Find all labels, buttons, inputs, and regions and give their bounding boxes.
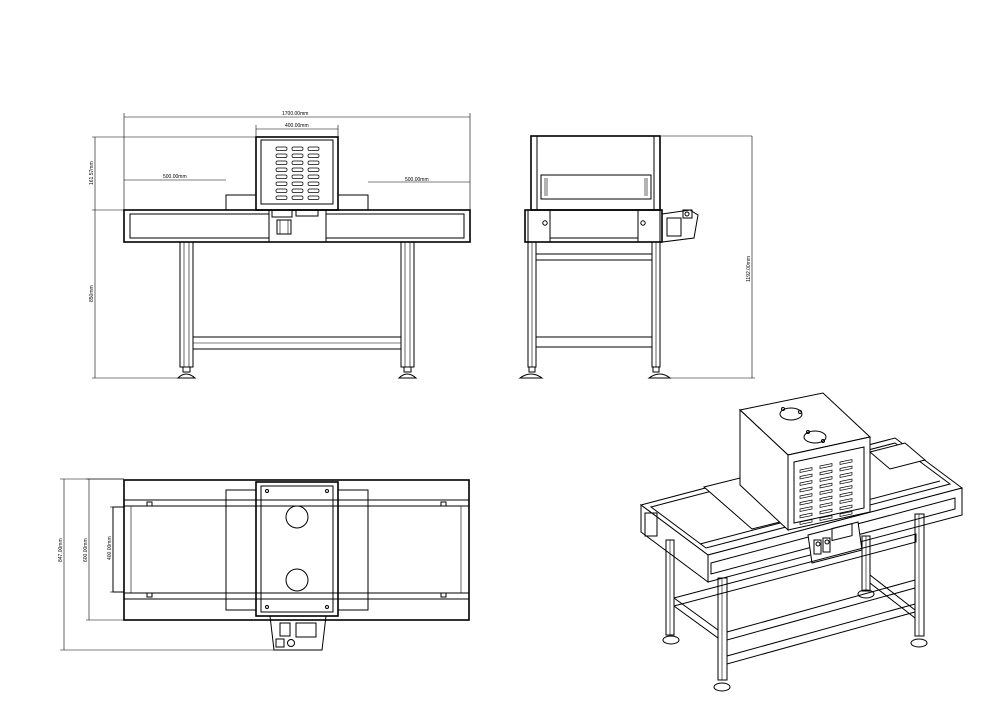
vent-slot: [291, 153, 304, 158]
vent-slot: [291, 146, 304, 151]
vent-slot: [799, 473, 813, 480]
vent-slot: [819, 482, 833, 489]
vent-slot: [839, 511, 853, 517]
vent-slot: [839, 498, 853, 504]
vent-slot: [799, 506, 813, 512]
vent-slot: [839, 459, 853, 465]
front-legs: [176, 241, 418, 379]
vent-slot: [291, 174, 304, 179]
vent-slot: [819, 502, 833, 508]
side-legs: [518, 241, 672, 379]
top-belt-width-label: 400.00mm: [107, 536, 113, 560]
vent-slot: [307, 188, 320, 193]
vent-slot: [819, 495, 833, 502]
vent-slot: [291, 160, 304, 165]
front-hood-width-label: 400.00mm: [285, 123, 309, 129]
vent-slot: [819, 476, 833, 482]
front-view: 1700.00mm 400.00mm 500.00mm 500.00mm 161…: [89, 111, 471, 379]
top-control-box: [269, 615, 327, 651]
vent-slot: [819, 508, 833, 515]
top-hood: [255, 481, 339, 617]
vent-slot: [291, 181, 304, 186]
vent-slot: [275, 167, 288, 172]
vent-slot: [799, 486, 813, 493]
vent-slot: [307, 153, 320, 158]
vent-slot: [839, 485, 853, 491]
top-conveyor-frame: [112, 479, 470, 621]
vent-slot: [291, 167, 304, 172]
top-frame-depth-label: 600.00mm: [83, 538, 89, 562]
front-left-extension-label: 500.00mm: [163, 174, 187, 180]
vent-slot: [839, 472, 853, 478]
vent-slot: [839, 465, 853, 472]
side-hood: [530, 135, 661, 211]
top-dimension-lines: [60, 478, 274, 651]
vent-slot: [275, 181, 288, 186]
vent-slot: [799, 467, 813, 473]
vent-slot: [307, 174, 320, 179]
vent-slot: [799, 499, 813, 506]
iso-front-vent-slots: [793, 446, 865, 525]
vent-slot: [307, 181, 320, 186]
side-dimension-lines: [660, 135, 755, 379]
side-view: 1192.00mm: [518, 135, 755, 379]
vent-slot: [275, 195, 288, 200]
vent-slot: [275, 146, 288, 151]
vent-slot: [819, 489, 833, 495]
vent-slot: [291, 188, 304, 193]
vent-slot: [819, 469, 833, 476]
vent-slot: [275, 153, 288, 158]
top-total-depth-label: 847.00mm: [58, 538, 64, 562]
vent-slot: [799, 480, 813, 486]
vent-slot: [275, 188, 288, 193]
vent-slot: [839, 504, 853, 511]
vent-slot: [307, 167, 320, 172]
vent-slot: [275, 160, 288, 165]
front-right-extension-label: 500.00mm: [405, 177, 429, 183]
vent-slot: [275, 174, 288, 179]
side-conveyor: [524, 209, 699, 243]
top-view: 847.00mm 600.00mm 400.00mm: [58, 478, 470, 651]
front-overall-length-label: 1700.00mm: [282, 111, 308, 117]
front-vent-slots: [275, 146, 320, 200]
vent-slot: [819, 515, 833, 521]
vent-slot: [307, 195, 320, 200]
vent-slot: [839, 478, 853, 485]
front-conveyor-frame: [123, 209, 471, 243]
vent-slot: [799, 493, 813, 499]
vent-slot: [307, 146, 320, 151]
side-total-height-label: 1192.00mm: [746, 256, 752, 282]
vent-slot: [799, 512, 813, 519]
isometric-view: [639, 392, 964, 692]
iso-vent-panel: [793, 446, 865, 524]
front-table-height-label: 850mm: [89, 285, 95, 302]
front-hood-height-label: 161.57mm: [89, 161, 95, 185]
vent-slot: [307, 160, 320, 165]
vent-slot: [839, 491, 853, 498]
vent-slot: [291, 195, 304, 200]
iso-legs: [662, 513, 928, 692]
front-dimension-lines: [92, 113, 471, 379]
front-hood: [225, 136, 369, 211]
vent-slot: [819, 463, 833, 469]
